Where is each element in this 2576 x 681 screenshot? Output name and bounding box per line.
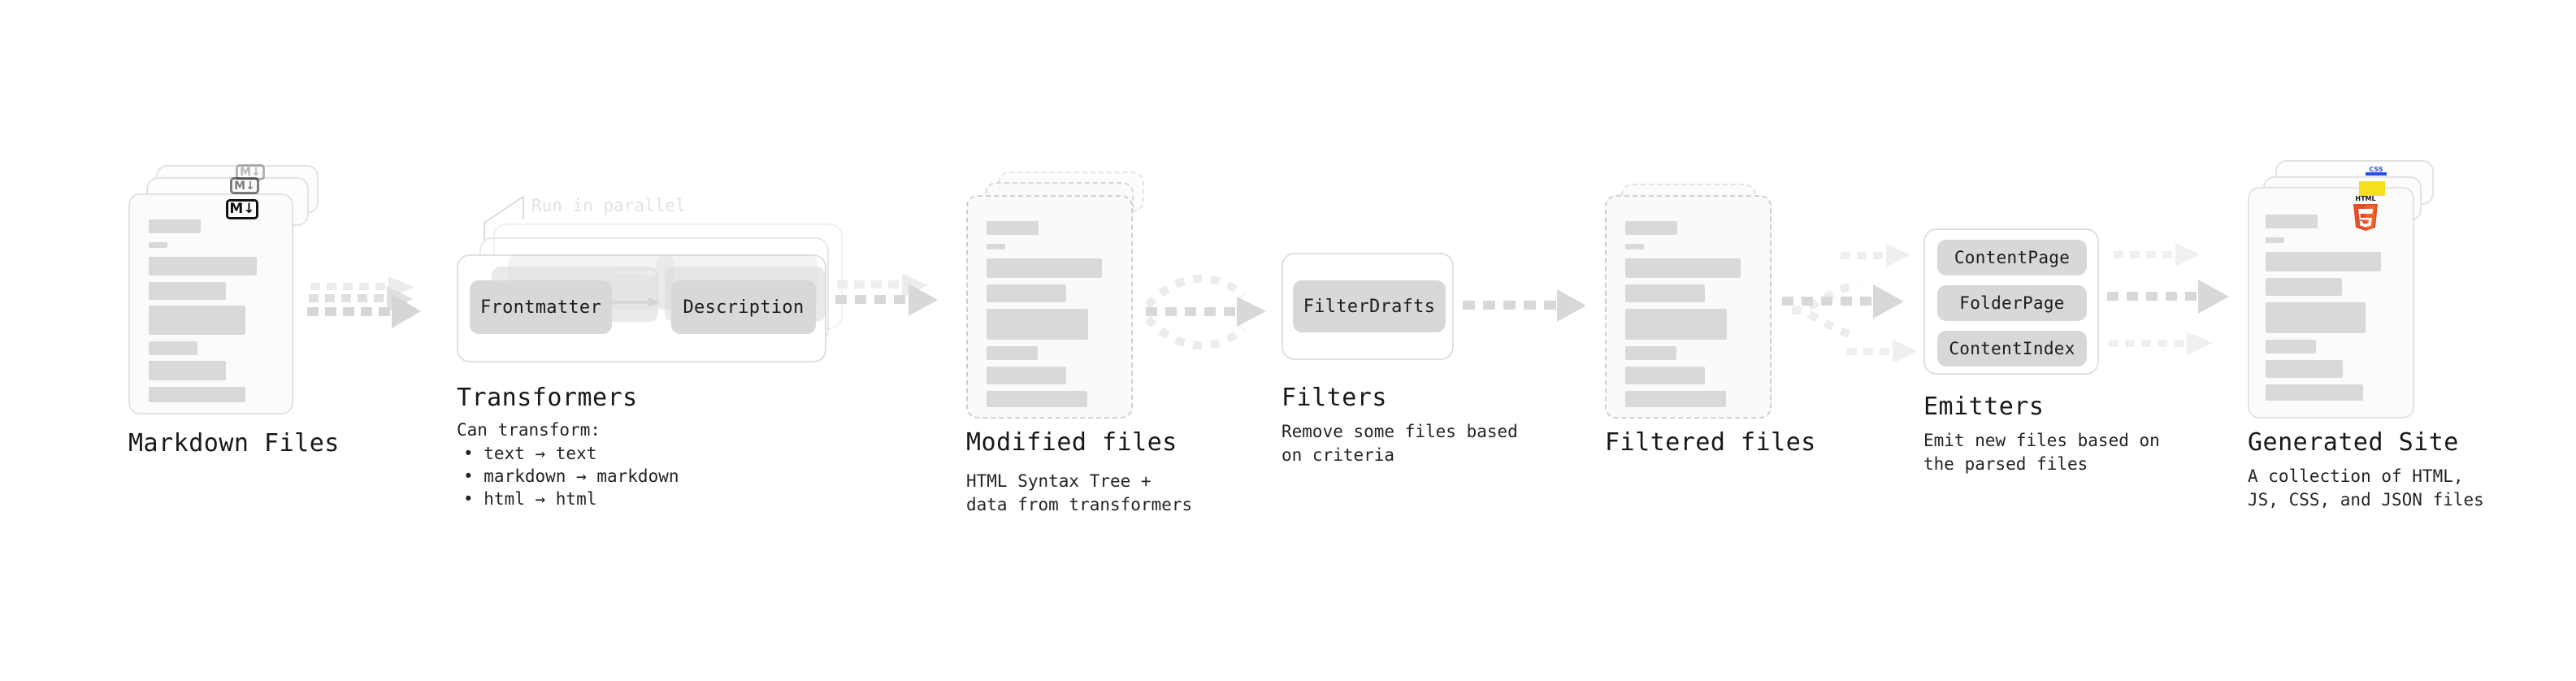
parallel-bracket-icon	[484, 195, 524, 241]
stage-title-emitters: Emitters	[1923, 393, 2045, 421]
emitter-node-contentpage[interactable]: ContentPage	[1937, 240, 2087, 275]
arrow-merge-icon	[1144, 274, 1266, 350]
doc-para-bar	[149, 341, 197, 355]
transformer-node-frontmatter[interactable]: Frontmatter	[470, 280, 612, 334]
site-doc-front	[2248, 187, 2414, 419]
doc-para-bar	[1625, 391, 1726, 407]
js-icon	[2359, 181, 2385, 196]
doc-title-bar	[149, 219, 201, 233]
doc-para-bar	[2266, 384, 2363, 401]
doc-sub-bar	[2266, 237, 2284, 243]
doc-para-bar	[149, 361, 226, 380]
html5-icon: HTML	[2353, 195, 2378, 231]
doc-para-bar	[149, 257, 257, 275]
modified-files-desc-line: HTML Syntax Tree +	[966, 471, 1151, 491]
transformer-inner-arrows	[611, 269, 660, 307]
doc-para-bar	[1625, 309, 1727, 340]
emitters-desc-line: Emit new files based on	[1923, 431, 2160, 450]
doc-title-bar	[2266, 215, 2318, 228]
markdown-icon: M↓	[226, 199, 258, 219]
arrow-right-icon	[307, 276, 421, 328]
doc-para-bar	[1625, 284, 1705, 302]
doc-sub-bar	[987, 244, 1005, 249]
run-in-parallel-note: Run in parallel	[531, 196, 686, 215]
doc-para-bar	[987, 309, 1088, 340]
generated-site-desc-line: A collection of HTML,	[2248, 466, 2464, 486]
stage-title-transformers: Transformers	[457, 384, 638, 412]
doc-title-bar	[1625, 221, 1677, 235]
stage-title-filters: Filters	[1281, 384, 1387, 412]
modified-doc-front	[966, 195, 1133, 419]
markdown-doc-front	[128, 193, 293, 414]
arrow-triple-icon	[2107, 243, 2229, 355]
generated-site-desc-line: JS, CSS, and JSON files	[2248, 490, 2484, 510]
emitter-node-label: ContentPage	[1954, 248, 2071, 267]
transformers-bullet: • markdown → markdown	[463, 466, 679, 486]
filter-node-filterdrafts[interactable]: FilterDrafts	[1293, 280, 1446, 332]
doc-para-bar	[1625, 258, 1741, 278]
arrow-split-icon	[1782, 244, 1917, 363]
doc-para-bar	[987, 391, 1087, 407]
doc-para-bar	[987, 284, 1066, 302]
doc-sub-bar	[1625, 244, 1644, 249]
css-icon: CSS	[2366, 166, 2387, 176]
doc-para-bar	[987, 346, 1038, 360]
transformers-desc-head: Can transform:	[457, 420, 601, 440]
stage-title-filtered-files: Filtered files	[1605, 428, 1816, 457]
doc-para-bar	[2266, 302, 2366, 333]
stage-title-generated-site: Generated Site	[2248, 428, 2459, 457]
doc-para-bar	[2266, 360, 2343, 378]
filters-desc-line: Remove some files based	[1281, 422, 1518, 441]
transformer-node-label: Description	[683, 297, 804, 318]
filters-desc-line: on criteria	[1281, 445, 1395, 465]
modified-files-desc-line: data from transformers	[966, 495, 1193, 514]
doc-title-bar	[987, 221, 1039, 235]
emitters-desc-line: the parsed files	[1923, 454, 2088, 474]
doc-para-bar	[149, 387, 245, 402]
doc-para-bar	[987, 367, 1066, 384]
doc-sub-bar	[149, 242, 167, 248]
filter-node-label: FilterDrafts	[1303, 296, 1436, 317]
doc-para-bar	[2266, 340, 2316, 354]
emitter-node-label: FolderPage	[1959, 293, 2065, 313]
doc-para-bar	[149, 282, 226, 300]
stage-title-modified-files: Modified files	[966, 428, 1177, 457]
arrow-right-icon	[835, 273, 938, 316]
doc-para-bar	[1625, 367, 1705, 384]
transformers-bullet: • text → text	[463, 444, 597, 463]
arrow-right-icon	[1463, 289, 1586, 322]
transformer-node-label: Frontmatter	[480, 297, 601, 318]
doc-para-bar	[2266, 278, 2342, 296]
doc-para-bar	[149, 306, 245, 335]
emitter-node-contentindex[interactable]: ContentIndex	[1937, 331, 2087, 367]
doc-para-bar	[2266, 252, 2381, 271]
doc-para-bar	[987, 258, 1102, 278]
svg-text:HTML: HTML	[2355, 195, 2375, 202]
filtered-doc-front	[1605, 195, 1772, 419]
transformer-node-description[interactable]: Description	[671, 280, 816, 334]
emitter-node-folderpage[interactable]: FolderPage	[1937, 285, 2087, 321]
markdown-icon: M↓	[230, 177, 259, 194]
doc-para-bar	[1625, 346, 1676, 360]
transformers-bullet: • html → html	[463, 489, 597, 509]
stage-title-markdown-files: Markdown Files	[128, 429, 340, 458]
emitter-node-label: ContentIndex	[1949, 339, 2075, 358]
